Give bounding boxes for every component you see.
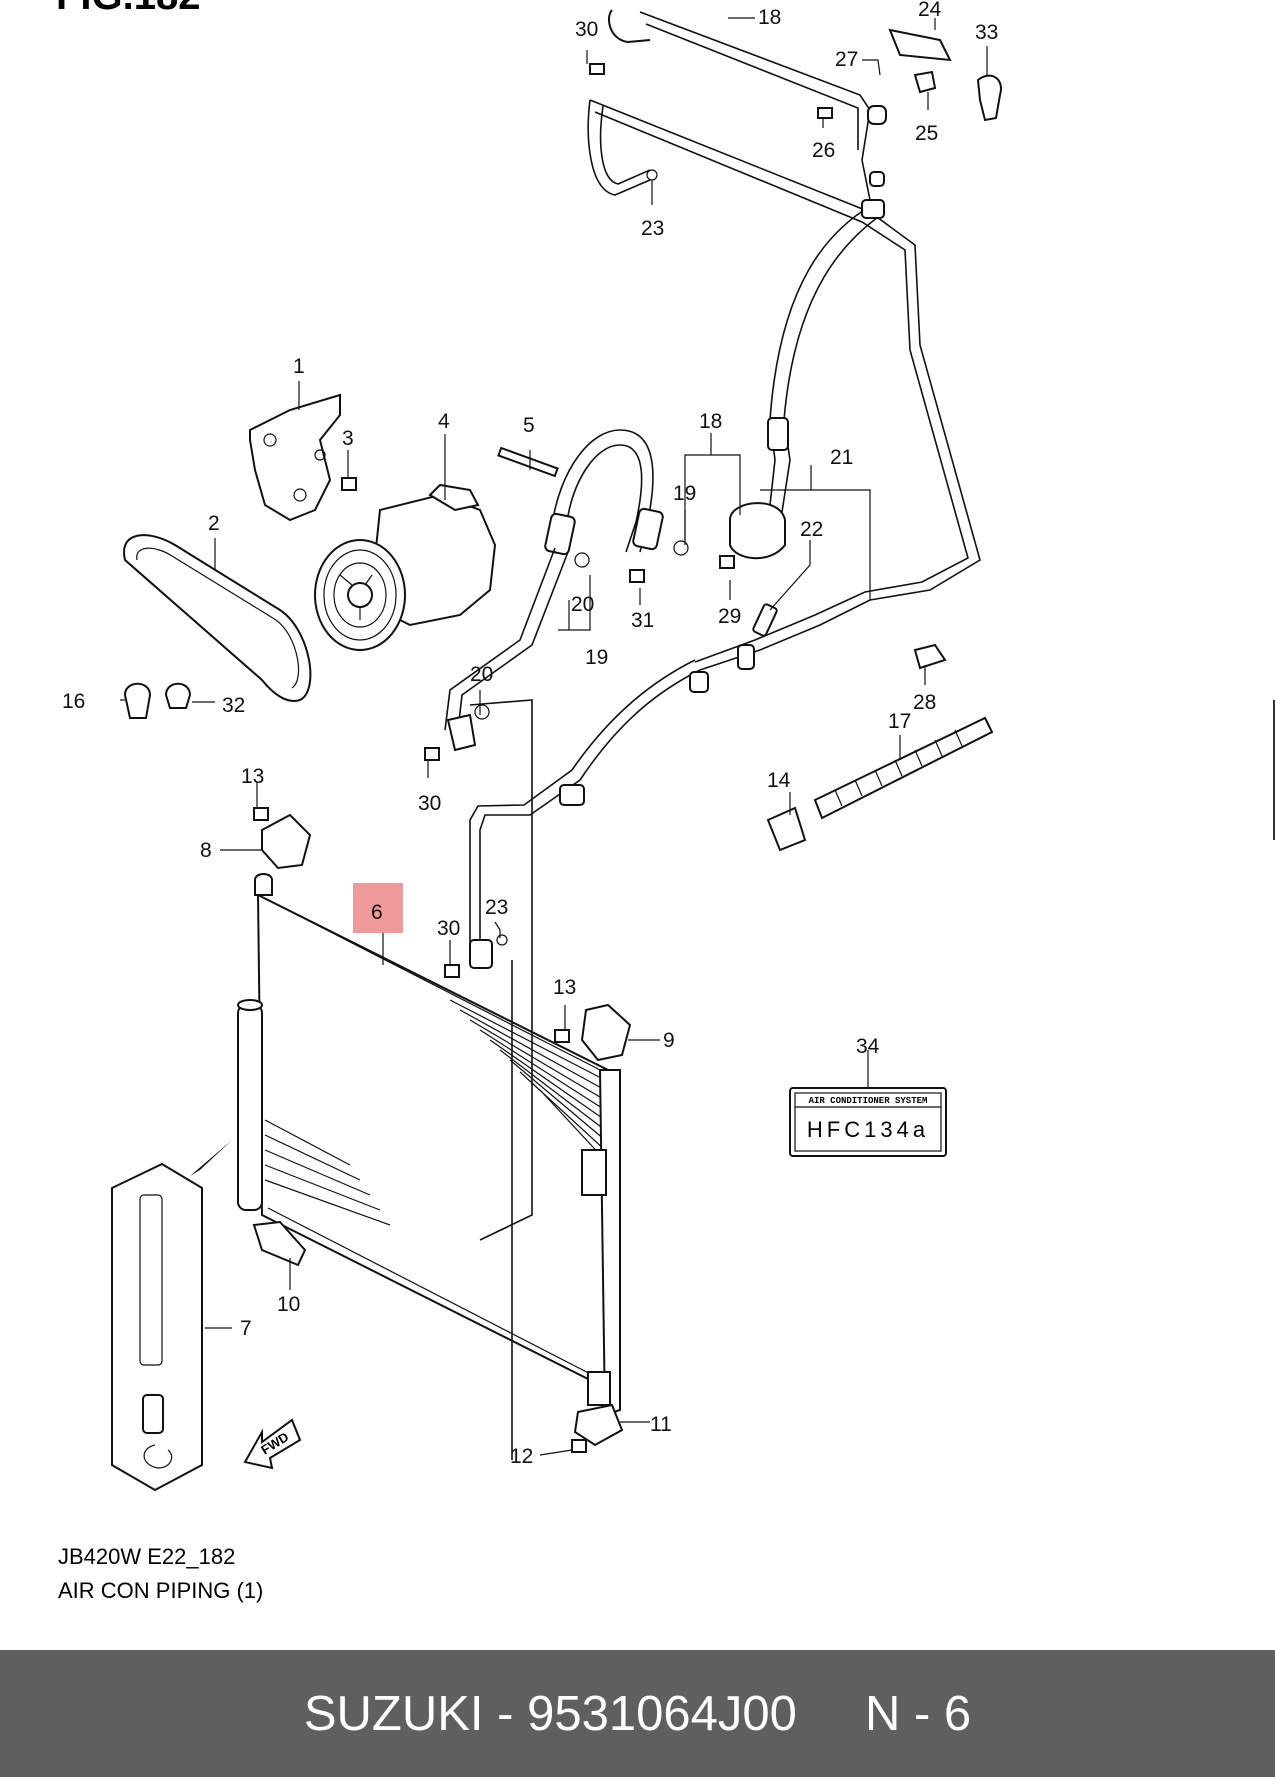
callout-23a: 23 (641, 217, 664, 240)
callout-23b: 23 (485, 896, 508, 919)
fwd-arrow: FWD (243, 1418, 302, 1470)
callout-28: 28 (913, 691, 936, 714)
compressor-bracket (249, 393, 341, 522)
condenser-brackets (252, 813, 632, 1447)
footer-separator: - (497, 1686, 514, 1741)
upper-pipes (587, 9, 981, 671)
callout-8: 8 (200, 839, 212, 862)
callout-30b: 30 (418, 792, 441, 815)
callout-30a: 30 (575, 18, 598, 41)
callout-32: 32 (222, 694, 245, 717)
callout-31: 31 (631, 609, 654, 632)
callout-25: 25 (915, 122, 938, 145)
drive-belt (123, 534, 312, 702)
callout-20a: 20 (571, 593, 594, 616)
condenser-pipe (469, 699, 533, 1460)
figure-title: FIG.182 (56, 0, 201, 19)
callout-14: 14 (767, 769, 791, 792)
callout-18b: 19 (673, 482, 696, 505)
callout-34: 34 (856, 1035, 880, 1058)
callout-2: 2 (208, 512, 220, 535)
callout-11: 11 (650, 1413, 672, 1436)
figure-code: JB420W E22_182 (58, 1544, 236, 1569)
callout-24: 24 (918, 0, 942, 21)
part-footer-bar: SUZUKI - 9531064J00 N - 6 (0, 1650, 1275, 1777)
callout-7: 7 (240, 1317, 252, 1340)
callout-16: 17 (888, 710, 911, 733)
callout-19: 19 (585, 646, 608, 669)
footer-note: N - 6 (864, 1686, 972, 1741)
callout-17: 18 (699, 410, 722, 433)
condenser (256, 893, 621, 1417)
callout-21: 21 (830, 446, 853, 469)
callout-18a: 18 (758, 6, 781, 29)
footer-part-number: 9531064J00 (527, 1686, 797, 1741)
callout-10: 10 (277, 1293, 300, 1316)
label-plate: AIR CONDITIONER SYSTEM HFC134a (789, 1087, 947, 1157)
pressure-sensor (752, 603, 778, 637)
callout-5: 5 (523, 414, 535, 437)
dryer-kit (111, 1140, 232, 1492)
compressor-hoses (444, 429, 786, 950)
bolts (253, 63, 833, 1453)
callout-33: 33 (975, 21, 998, 44)
callout-15: 16 (62, 690, 85, 713)
callout-6: 6 (371, 901, 383, 924)
callout-13a: 13 (241, 765, 264, 788)
callout-20b: 20 (470, 663, 493, 686)
callout-labels: 18 30 24 33 27 26 25 23 1 3 4 5 18 21 19… (62, 0, 998, 1468)
callout-29: 29 (718, 605, 741, 628)
highlight-box (353, 883, 403, 933)
label-plate-header: AIR CONDITIONER SYSTEM (809, 1096, 928, 1106)
page-edge-marker (1273, 700, 1275, 840)
callout-13b: 13 (553, 976, 576, 999)
receiver-dryer (237, 873, 273, 1211)
ac-compressor (314, 483, 497, 651)
callout-27: 27 (835, 48, 858, 71)
drain-hose (766, 716, 994, 852)
callout-9: 9 (663, 1029, 675, 1052)
clips-and-fasteners (123, 28, 1002, 719)
callout-26: 26 (812, 139, 835, 162)
callout-12: 12 (510, 1445, 533, 1468)
footer-brand: SUZUKI (303, 1686, 484, 1741)
callout-3: 3 (342, 427, 354, 450)
figure-name: AIR CON PIPING (1) (58, 1578, 264, 1603)
label-plate-refrigerant: HFC134a (807, 1117, 929, 1142)
callout-22: 22 (800, 518, 823, 541)
air-con-piping-diagram: FWD AIR CONDITIONER SYSTEM HFC134a 18 30 (62, 0, 1002, 1492)
callout-30c: 30 (437, 917, 460, 940)
callout-4: 4 (438, 410, 450, 433)
callout-1: 1 (293, 355, 305, 378)
